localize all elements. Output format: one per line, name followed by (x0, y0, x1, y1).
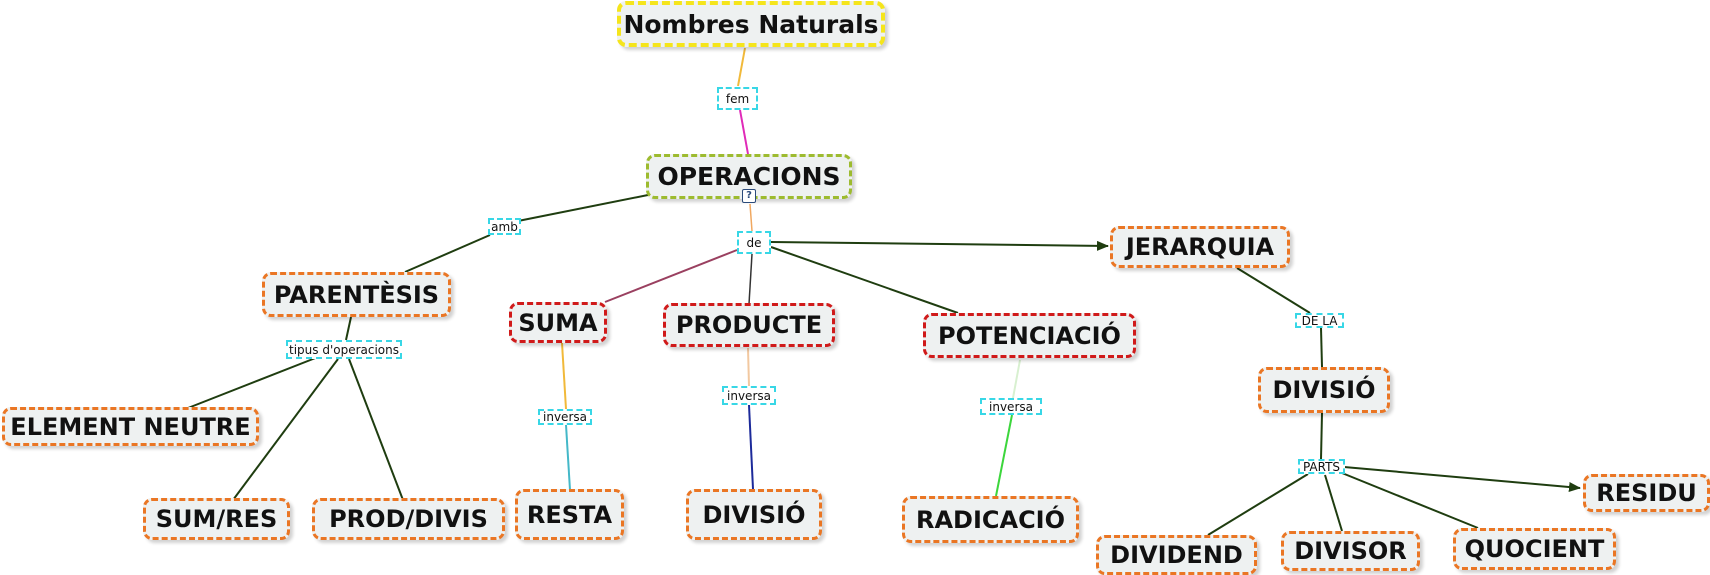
link-parts[interactable]: PARTS (1298, 459, 1345, 474)
node-parentesis[interactable]: PARENTÈSIS (262, 272, 451, 317)
link-inversa-producte[interactable]: inversa (722, 386, 776, 405)
link-tipus-operacions[interactable]: tipus d'operacions (286, 340, 402, 359)
node-operacions-label: OPERACIONS (657, 162, 841, 191)
connector-parts-dividend (1207, 473, 1309, 536)
connector-parts-residu (1343, 466, 1581, 493)
connector-fem-operacions (739, 109, 749, 155)
link-de[interactable]: de (737, 231, 771, 254)
node-radicacio[interactable]: RADICACIÓ (902, 496, 1079, 543)
node-divisor[interactable]: DIVISOR (1281, 531, 1420, 571)
connector-jerarquia-dela (1236, 267, 1311, 314)
node-sum-res[interactable]: SUM/RES (143, 498, 290, 540)
node-dividend[interactable]: DIVIDEND (1096, 535, 1257, 575)
node-element-neutre[interactable]: ELEMENT NEUTRE (2, 407, 259, 446)
connector-de-suma (604, 249, 738, 303)
link-amb[interactable]: amb (488, 218, 521, 235)
connector-de-producte (748, 253, 753, 305)
link-inversa-suma[interactable]: inversa (538, 409, 592, 425)
connector-inversa-divisio (748, 404, 754, 490)
node-jerarquia[interactable]: JERARQUIA (1110, 226, 1290, 268)
node-nombres-naturals[interactable]: Nombres Naturals (617, 1, 885, 47)
node-suma[interactable]: SUMA (509, 302, 607, 343)
node-divisio-parts[interactable]: DIVISIÓ (1258, 367, 1390, 413)
connector-dela-divisio (1320, 327, 1323, 368)
node-prod-divis[interactable]: PROD/DIVIS (312, 498, 505, 540)
node-residu[interactable]: RESIDU (1583, 474, 1710, 512)
connector-tipus-sum-res (232, 358, 339, 501)
connector-de-jerarquia (770, 240, 1109, 251)
connector-title-fem (737, 47, 746, 87)
connector-divisio-parts (1320, 412, 1323, 460)
connector-tipus-prod-divis (348, 358, 404, 501)
node-divisio-inversa[interactable]: DIVISIÓ (686, 489, 822, 540)
connector-amb-parentesis (404, 234, 491, 273)
connector-de-potenciacio (770, 246, 959, 314)
node-producte[interactable]: PRODUCTE (663, 303, 835, 347)
connector-inversa-resta (565, 424, 571, 491)
connector-inversa-radicacio (995, 414, 1013, 497)
connector-parentesis-tipus (345, 316, 352, 341)
connector-operacions-amb (512, 194, 649, 223)
connector-potenciacio-inversa (1012, 359, 1021, 399)
node-resta[interactable]: RESTA (515, 489, 624, 540)
connector-producte-inversa (747, 347, 750, 387)
connector-parts-divisor (1324, 474, 1343, 532)
connector-operacions-de (749, 203, 753, 232)
node-potenciacio[interactable]: POTENCIACIÓ (923, 313, 1136, 358)
link-fem[interactable]: fem (717, 87, 758, 110)
node-quocient[interactable]: QUOCIENT (1453, 528, 1616, 570)
document-icon[interactable]: ? (742, 189, 756, 203)
link-inversa-potenciacio[interactable]: inversa (980, 398, 1042, 415)
connector-parts-quocient (1341, 472, 1479, 529)
connector-suma-inversa (561, 342, 567, 410)
connector-tipus-element-neutre (187, 356, 319, 409)
link-de-la[interactable]: DE LA (1295, 313, 1344, 328)
